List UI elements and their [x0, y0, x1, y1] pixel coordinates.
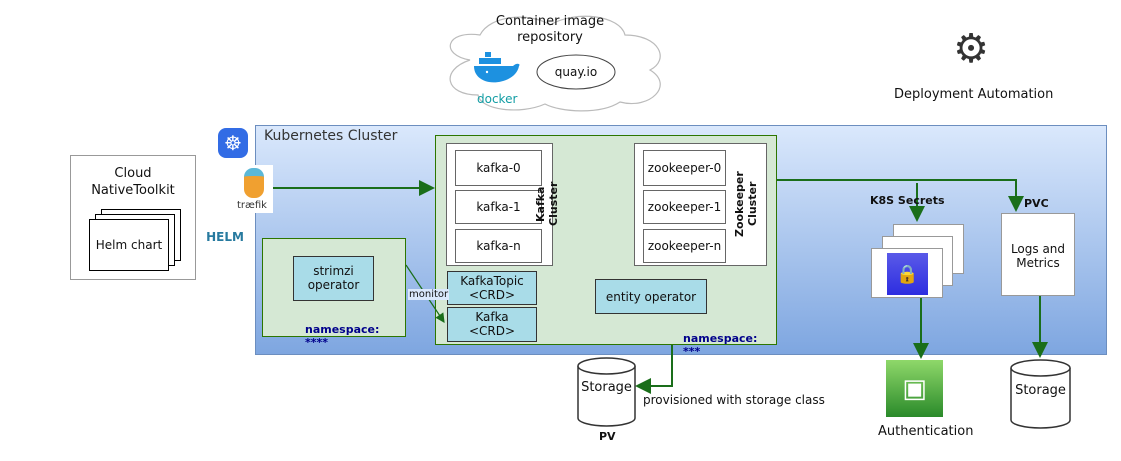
docker-logo-icon: [471, 44, 521, 86]
authentication-label: Authentication: [878, 424, 974, 439]
docker-label: docker: [477, 92, 518, 106]
storage-pvc-label: Storage: [1015, 383, 1066, 398]
authentication-icon: ▣: [886, 360, 943, 417]
kafka-namespace: kafka-0 kafka-1 kafka-n Kafka Cluster zo…: [435, 135, 777, 358]
kafka-crd-line2: <CRD>: [468, 324, 516, 338]
helm-chart: Helm chart: [89, 219, 169, 271]
cluster-title: Kubernetes Cluster: [264, 128, 398, 144]
kafka-crd[interactable]: Kafka <CRD>: [447, 307, 537, 342]
secrets-lock-icon: 🔒: [887, 253, 928, 295]
toolkit-title-line2: NativeToolkit: [91, 183, 175, 198]
storage-pvc-cylinder: [1010, 359, 1071, 429]
deployment-automation-label: Deployment Automation: [894, 87, 1054, 102]
kafka-broker[interactable]: kafka-1: [455, 190, 542, 224]
cluster-to-pvc-arrow: [777, 179, 1024, 212]
kafkatopic-crd[interactable]: KafkaTopic <CRD>: [447, 271, 537, 305]
kafka-to-pv-arrow: [635, 345, 673, 394]
repository-title: Container image repository: [495, 14, 605, 45]
logs-metrics-line1: Logs and: [1010, 242, 1066, 256]
kubernetes-icon: ☸: [218, 128, 248, 158]
zookeeper-node[interactable]: zookeeper-1: [643, 190, 726, 224]
kafka-crd-line1: Kafka: [475, 310, 509, 324]
strimzi-namespace: strimzi operator namespace: ****: [262, 238, 406, 349]
strimzi-operator-line2: operator: [307, 278, 360, 292]
strimzi-operator-line1: strimzi: [313, 264, 354, 278]
entity-operator[interactable]: entity operator: [595, 279, 707, 314]
zookeeper-node[interactable]: zookeeper-0: [643, 150, 726, 186]
toolkit-title-line1: Cloud: [114, 166, 152, 181]
helm-logo-icon: HELM: [206, 230, 244, 244]
monitor-label: monitor: [408, 289, 450, 300]
zookeeper-cluster: zookeeper-0 zookeeper-1 zookeeper-n Zook…: [634, 143, 767, 266]
kafka-broker[interactable]: kafka-0: [455, 150, 542, 186]
logs-metrics-box[interactable]: Logs and Metrics: [1001, 213, 1075, 296]
kafka-broker[interactable]: kafka-n: [455, 229, 542, 263]
traefik-label: træfik: [237, 200, 267, 211]
secret-card-front[interactable]: 🔒: [871, 248, 943, 298]
storage-pv-label: Storage: [581, 380, 632, 395]
k8s-secrets-label: K8S Secrets: [870, 194, 945, 207]
traefik-logo-icon: træfik: [235, 165, 273, 213]
provisioned-label: provisioned with storage class: [643, 393, 825, 407]
cloud-native-toolkit: Cloud NativeToolkit Helm chart: [70, 155, 196, 280]
strimzi-operator[interactable]: strimzi operator: [293, 256, 374, 301]
kafka-namespace-label: namespace: ***: [683, 332, 758, 358]
pvc-label: PVC: [1024, 197, 1049, 210]
gear-cycle-icon: ⚙: [953, 26, 989, 72]
kafka-cluster: kafka-0 kafka-1 kafka-n Kafka Cluster: [446, 143, 560, 266]
kafkatopic-line2: <CRD>: [468, 288, 516, 302]
storage-pv-cylinder: [577, 357, 636, 427]
strimzi-namespace-label: namespace: ****: [305, 323, 380, 349]
quay-io: quay.io: [554, 65, 598, 79]
kafkatopic-line1: KafkaTopic: [460, 274, 524, 288]
zookeeper-node[interactable]: zookeeper-n: [643, 229, 726, 263]
pv-label: PV: [599, 430, 616, 443]
logs-metrics-line2: Metrics: [1016, 256, 1060, 270]
